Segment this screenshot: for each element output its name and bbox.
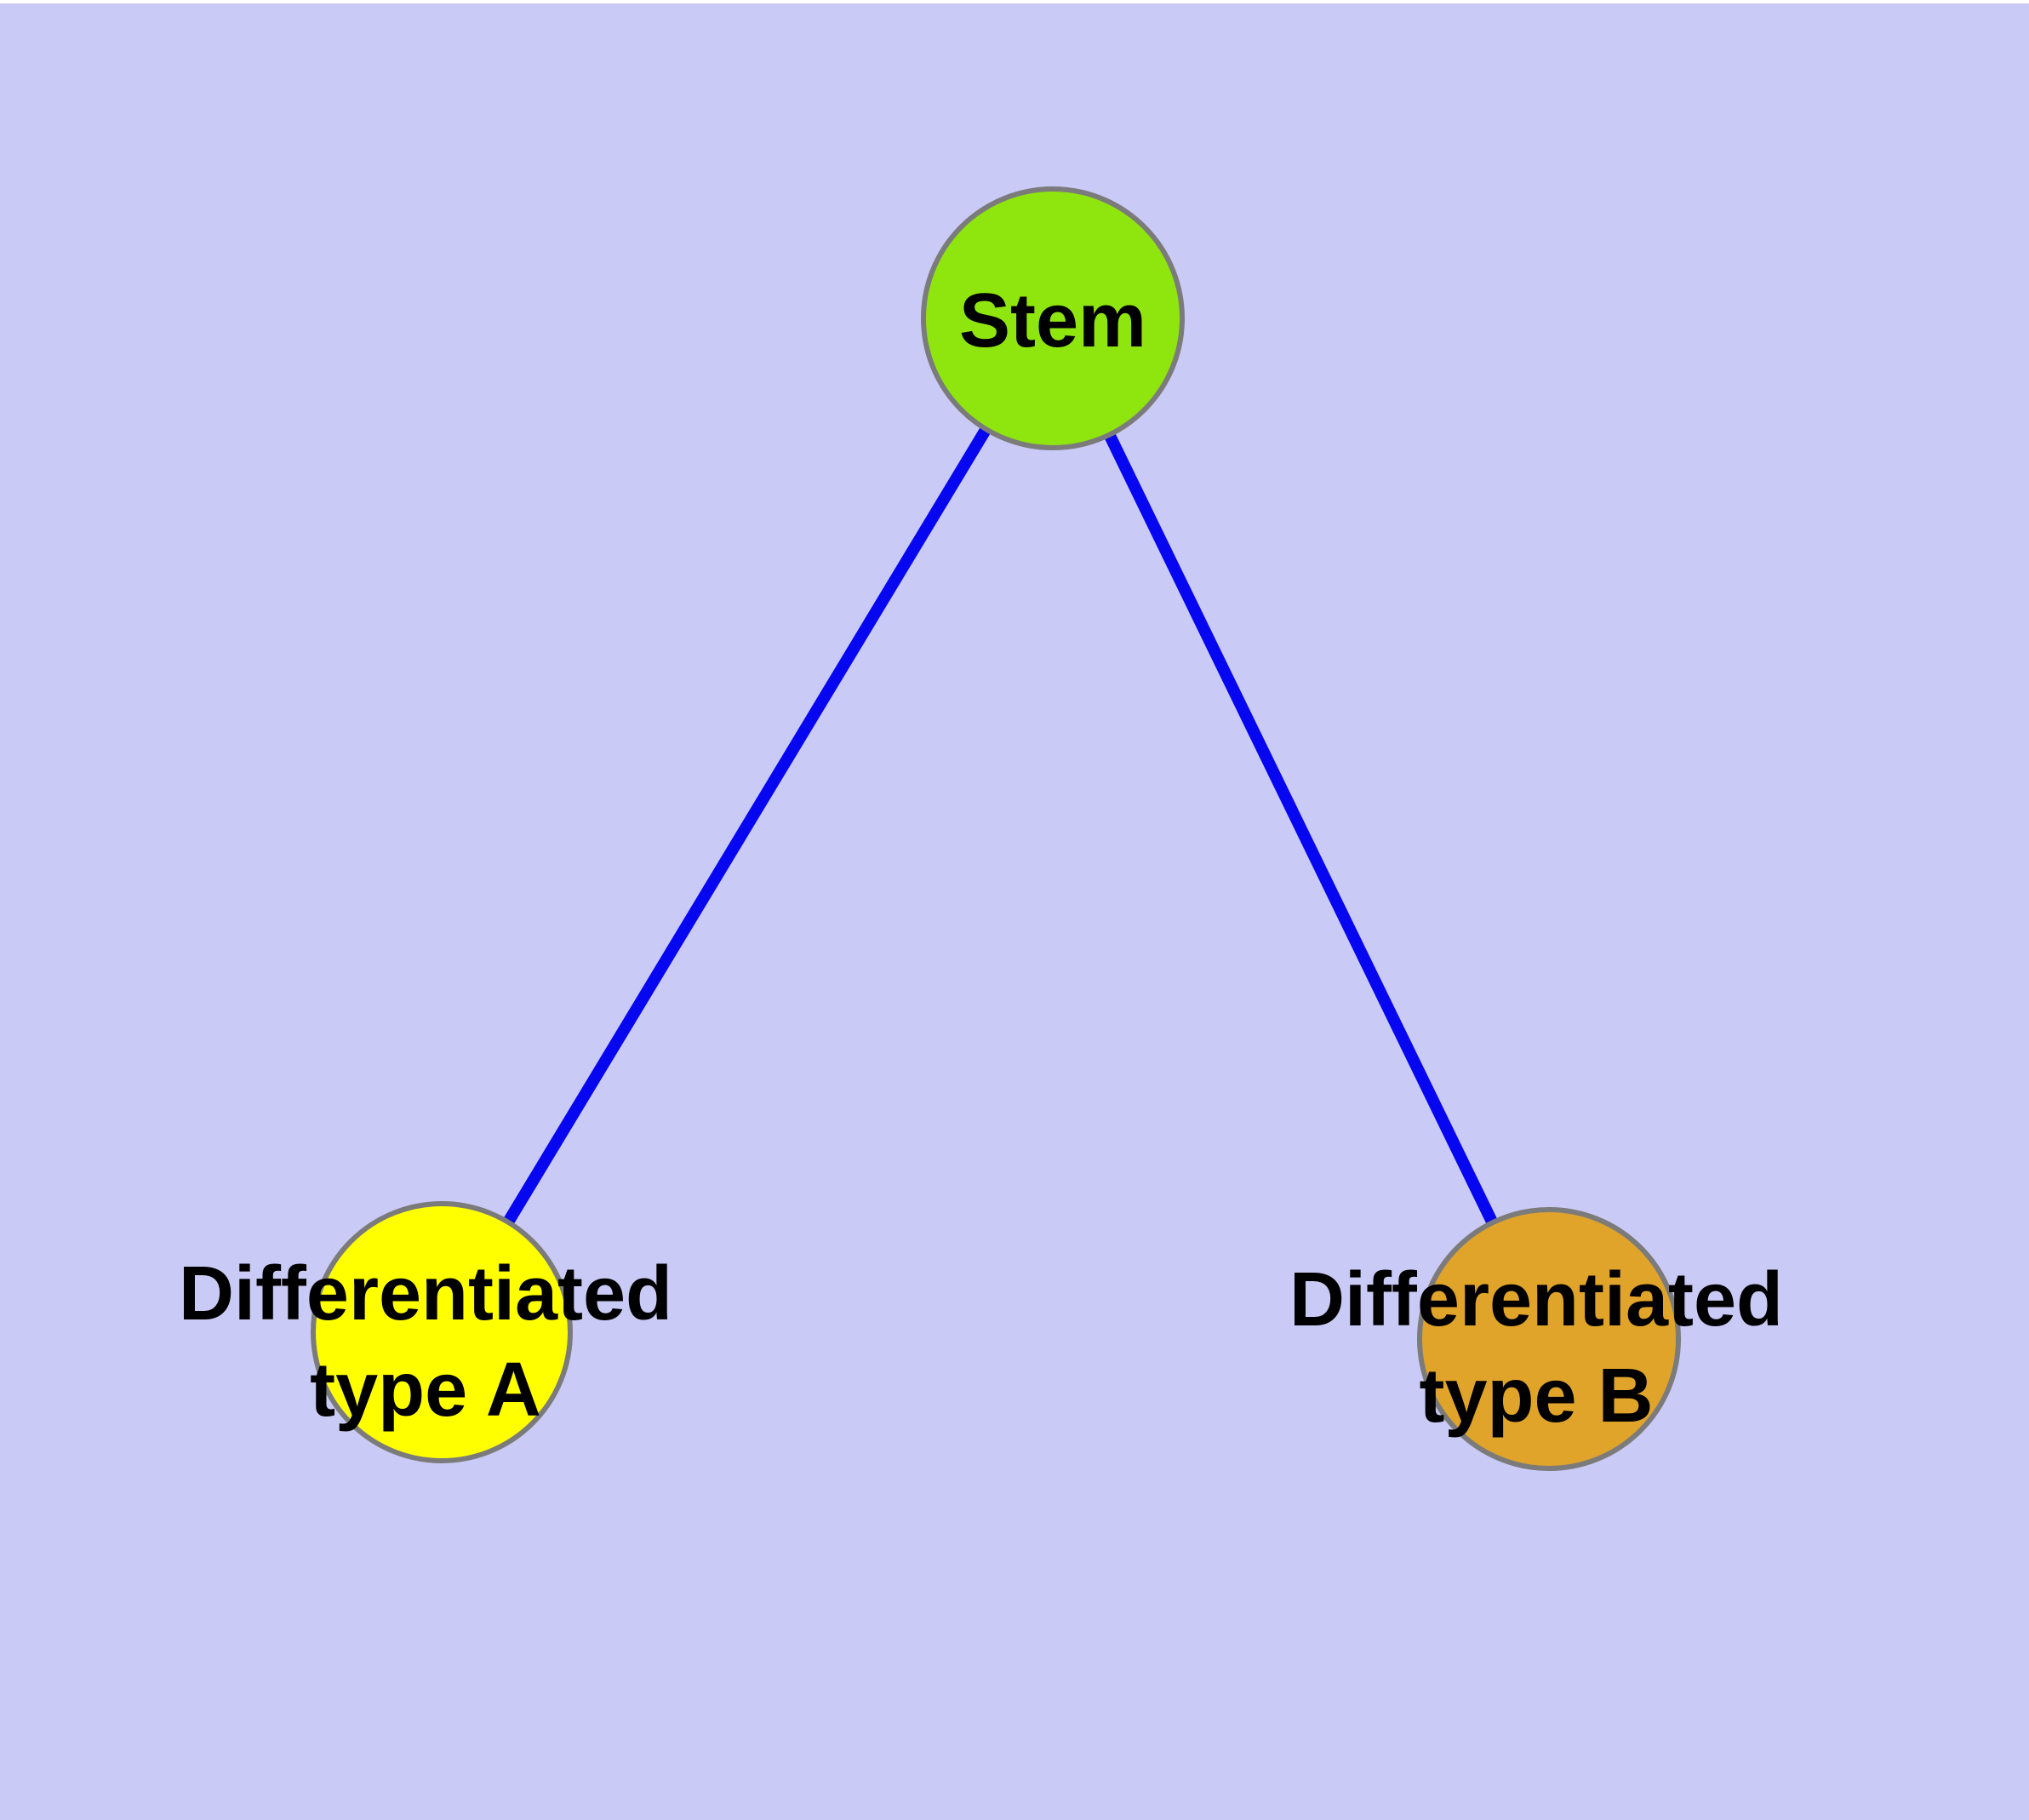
node-differentiated-type-a[interactable] (311, 1201, 573, 1463)
node-differentiated-type-b[interactable] (1417, 1207, 1681, 1471)
node-type-a-label-line1: Differentiated (179, 1251, 672, 1336)
node-stem-label: Stem (959, 278, 1146, 363)
edge-stem-to-type-a (437, 315, 1058, 1336)
node-type-b-label-line1: Differentiated (1289, 1257, 1783, 1342)
node-type-b-label-line2: type B (1419, 1354, 1653, 1439)
top-white-strip (0, 0, 2029, 3)
edge-stem-to-type-b (1047, 315, 1555, 1342)
node-stem[interactable] (921, 186, 1185, 450)
node-type-a-label-line2: type A (310, 1348, 541, 1433)
